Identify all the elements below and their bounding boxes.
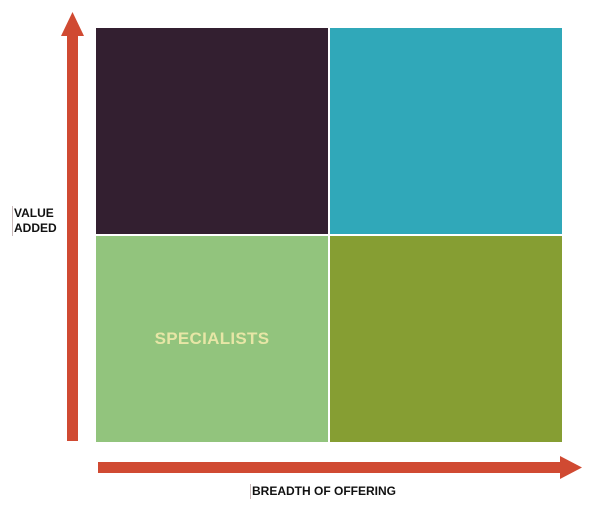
y-axis-label-line1: VALUE bbox=[14, 206, 54, 220]
quadrant-label-specialists: SPECIALISTS bbox=[154, 329, 270, 348]
x-axis-label: BREADTH OF OFFERING bbox=[250, 484, 396, 499]
quadrant-top-left bbox=[96, 28, 328, 234]
x-axis-arrow bbox=[98, 456, 582, 479]
y-axis-label: VALUE ADDED bbox=[12, 206, 57, 236]
y-axis-label-line2: ADDED bbox=[14, 221, 57, 235]
quadrant-top-right bbox=[330, 28, 562, 234]
quadrant-bottom-left: SPECIALISTS bbox=[96, 236, 328, 442]
quadrant-bottom-right bbox=[330, 236, 562, 442]
y-axis-arrow bbox=[61, 12, 84, 441]
